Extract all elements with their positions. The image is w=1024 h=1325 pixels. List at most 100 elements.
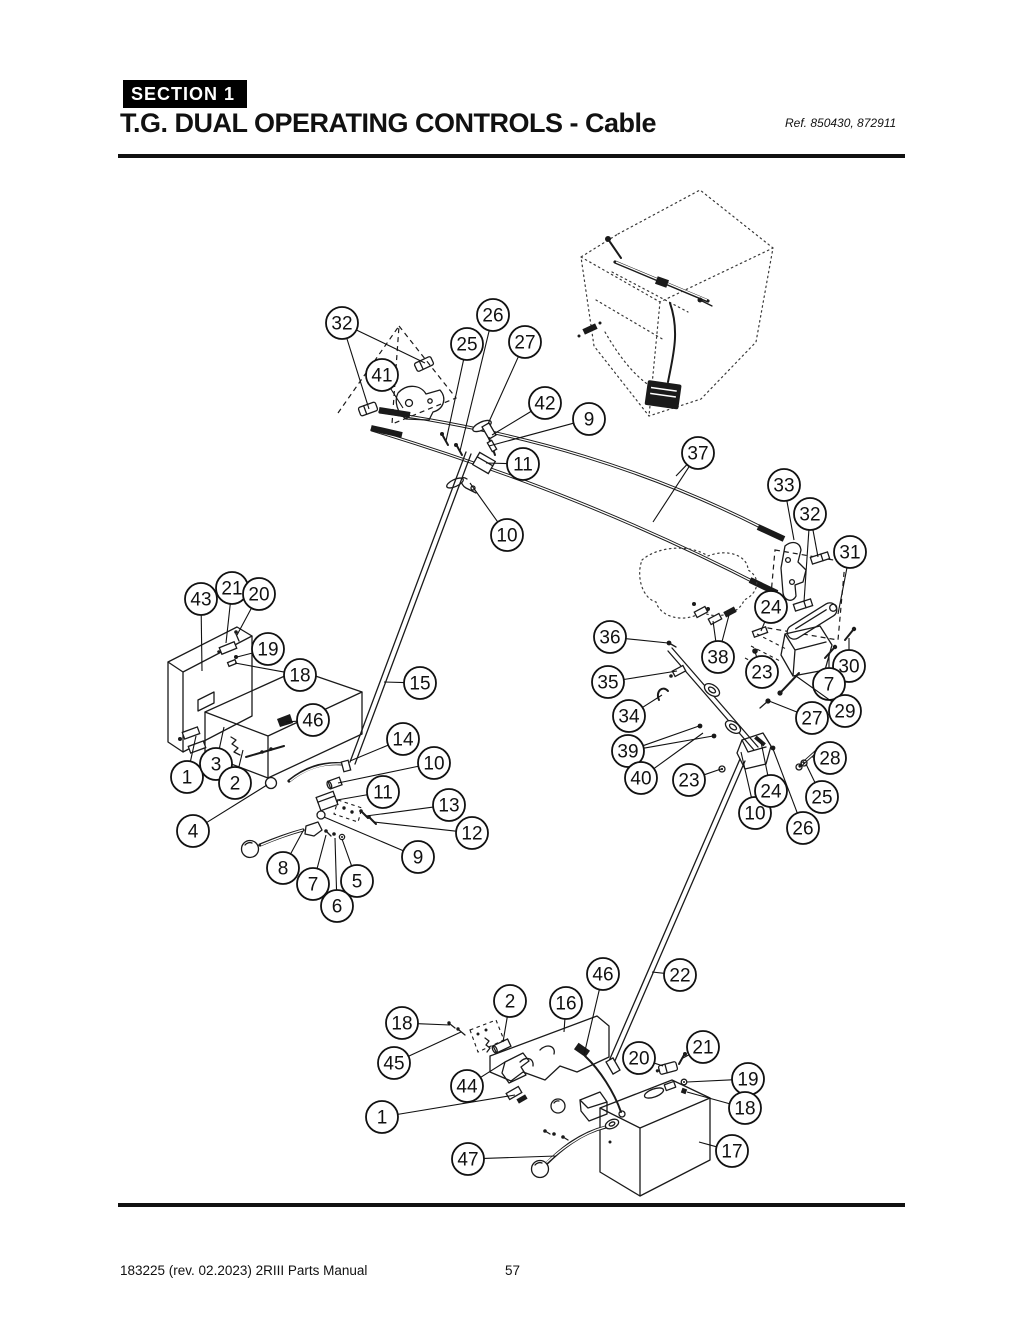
callout-19: 19 — [236, 632, 285, 666]
callout-9: 9 — [488, 402, 606, 447]
svg-text:7: 7 — [308, 875, 319, 896]
svg-text:25: 25 — [811, 788, 832, 809]
callout-14: 14 — [349, 722, 420, 762]
svg-text:28: 28 — [819, 749, 840, 770]
callout-11: 11 — [485, 447, 540, 481]
callout-18: 18 — [686, 1091, 762, 1125]
callout-12: 12 — [373, 816, 489, 850]
callout-11: 11 — [336, 775, 400, 809]
svg-text:36: 36 — [599, 628, 620, 649]
control-rod-15 — [349, 451, 472, 765]
callout-43: 43 — [184, 582, 218, 672]
svg-text:41: 41 — [371, 366, 392, 387]
svg-text:47: 47 — [457, 1150, 478, 1171]
upper-cable-mount — [337, 324, 498, 494]
footer-page-number: 57 — [505, 1263, 521, 1278]
svg-text:3: 3 — [211, 755, 222, 776]
machine-control-assembly — [577, 236, 713, 410]
svg-text:44: 44 — [456, 1077, 478, 1098]
svg-text:39: 39 — [617, 742, 638, 763]
footer-document-info: 183225 (rev. 02.2023) 2RIII Parts Manual — [120, 1263, 368, 1278]
callout-16: 16 — [549, 986, 583, 1033]
svg-text:10: 10 — [496, 526, 517, 547]
svg-text:24: 24 — [760, 598, 782, 619]
callout-40: 40 — [624, 732, 704, 795]
control-cables — [370, 407, 786, 596]
svg-text:27: 27 — [514, 333, 535, 354]
svg-text:22: 22 — [669, 966, 690, 987]
svg-text:19: 19 — [737, 1070, 758, 1091]
svg-text:45: 45 — [383, 1054, 404, 1075]
callout-2: 2 — [218, 749, 252, 800]
callout-35: 35 — [591, 665, 678, 699]
callout-32: 32 — [325, 306, 426, 410]
svg-text:9: 9 — [413, 848, 424, 869]
svg-text:14: 14 — [392, 730, 414, 751]
svg-text:6: 6 — [332, 897, 343, 918]
callout-7: 7 — [296, 834, 330, 901]
svg-text:21: 21 — [221, 579, 242, 600]
svg-text:20: 20 — [628, 1049, 649, 1070]
svg-text:40: 40 — [630, 769, 651, 790]
header-rule — [118, 154, 905, 158]
callout-22: 22 — [651, 958, 697, 992]
svg-text:1: 1 — [377, 1108, 388, 1129]
callout-13: 13 — [365, 788, 466, 822]
callout-39: 39 — [611, 725, 714, 768]
callout-1: 1 — [170, 735, 204, 794]
callout-25: 25 — [805, 763, 839, 814]
callout-24: 24 — [754, 590, 788, 632]
svg-text:18: 18 — [391, 1014, 412, 1035]
svg-text:13: 13 — [438, 796, 459, 817]
callout-29: 29 — [795, 675, 862, 728]
callout-36: 36 — [593, 620, 669, 654]
svg-text:4: 4 — [188, 822, 199, 843]
svg-text:27: 27 — [801, 709, 822, 730]
callout-33: 33 — [767, 468, 801, 541]
callout-46: 46 — [583, 957, 620, 1056]
callout-31: 31 — [833, 535, 867, 615]
callout-25: 25 — [445, 327, 484, 442]
svg-text:37: 37 — [687, 444, 708, 465]
svg-text:38: 38 — [707, 648, 728, 669]
svg-text:43: 43 — [190, 590, 211, 611]
svg-text:18: 18 — [289, 666, 310, 687]
section-badge: SECTION 1 — [123, 80, 248, 108]
callout-2: 2 — [493, 984, 527, 1043]
callout-15: 15 — [383, 666, 437, 700]
svg-text:5: 5 — [352, 872, 363, 893]
svg-text:2: 2 — [230, 774, 241, 795]
callout-27: 27 — [768, 700, 829, 735]
svg-text:1: 1 — [182, 768, 193, 789]
callout-34: 34 — [612, 694, 663, 733]
svg-text:10: 10 — [744, 804, 765, 825]
callout-8: 8 — [266, 830, 304, 885]
svg-text:46: 46 — [592, 965, 613, 986]
svg-text:9: 9 — [584, 410, 595, 431]
callout-45: 45 — [377, 1031, 462, 1080]
svg-text:7: 7 — [824, 675, 835, 696]
svg-text:29: 29 — [834, 702, 855, 723]
svg-text:11: 11 — [373, 783, 393, 804]
svg-text:19: 19 — [257, 640, 278, 661]
callout-46: 46 — [285, 703, 330, 737]
svg-text:8: 8 — [278, 859, 289, 880]
svg-text:46: 46 — [302, 711, 323, 732]
svg-text:26: 26 — [792, 819, 813, 840]
middle-pivot-linkage — [639, 547, 789, 773]
callout-21: 21 — [682, 1030, 720, 1064]
callout-10: 10 — [337, 746, 451, 784]
reference-numbers: Ref. 850430, 872911 — [785, 116, 897, 130]
svg-text:11: 11 — [513, 455, 533, 476]
svg-text:32: 32 — [799, 505, 820, 526]
callout-32: 32 — [793, 497, 827, 603]
svg-text:25: 25 — [456, 335, 477, 356]
callout-19: 19 — [686, 1062, 765, 1096]
callout-26: 26 — [772, 748, 820, 845]
callout-37: 37 — [652, 436, 715, 523]
callout-6: 6 — [320, 837, 354, 923]
callout-23: 23 — [672, 763, 722, 797]
machine-outline-dotted — [580, 189, 774, 417]
